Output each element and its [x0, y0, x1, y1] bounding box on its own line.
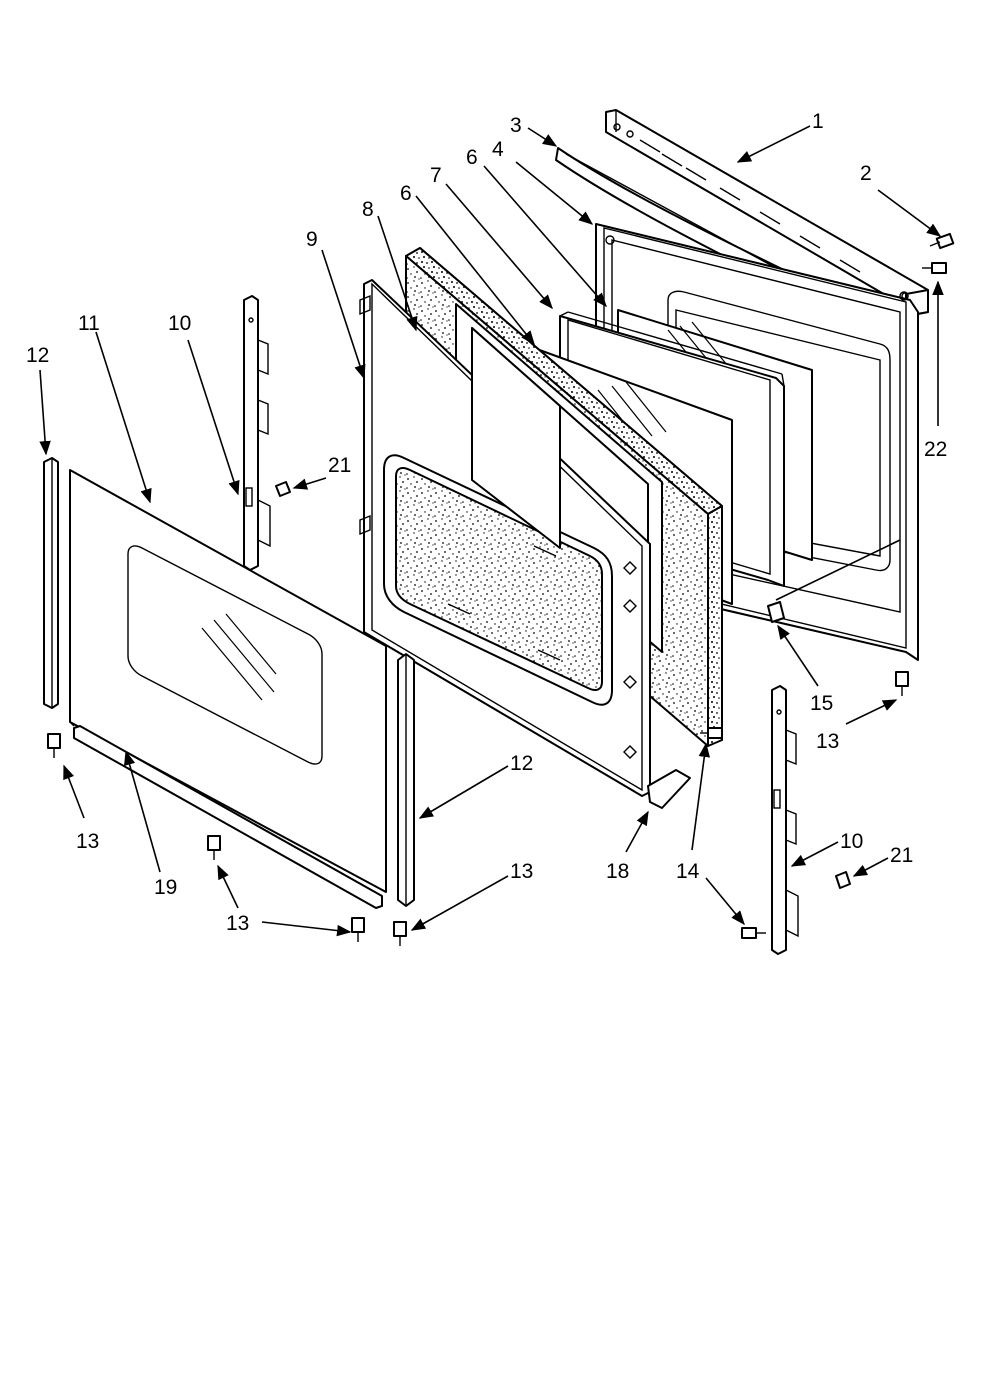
screw-icons — [47, 671, 909, 946]
callout-12b: 12 — [510, 752, 533, 775]
part-12-right-side-trim — [397, 653, 415, 907]
callout-13d: 13 — [226, 912, 249, 935]
part-1-vent-trim — [605, 109, 929, 317]
leader-lines — [39, 125, 944, 937]
callout-13b: 13 — [510, 860, 533, 883]
callout-8: 8 — [362, 198, 374, 221]
callout-10a: 10 — [168, 312, 191, 335]
callout-19: 19 — [154, 876, 177, 899]
part-10-lower-hinge-channel — [771, 685, 799, 955]
part-2-screw — [929, 232, 955, 250]
callout-12a: 12 — [26, 344, 49, 367]
callout-15: 15 — [810, 692, 833, 715]
callout-7: 7 — [430, 164, 442, 187]
part-19-bottom-trim — [73, 725, 383, 909]
screw-icon-13-bottom-a — [207, 835, 221, 860]
screw-icon-13-right — [895, 671, 909, 696]
screw-icon-14-lower — [741, 927, 766, 939]
callout-1: 1 — [812, 110, 824, 133]
callout-6b: 6 — [400, 182, 412, 205]
callout-9: 9 — [306, 228, 318, 251]
part-22-screw — [922, 262, 947, 274]
callout-18: 18 — [606, 860, 629, 883]
callout-2: 2 — [860, 162, 872, 185]
callout-10b: 10 — [840, 830, 863, 853]
part-21-clip-lower — [835, 871, 851, 889]
screw-icon-13-bottom-c — [393, 921, 407, 946]
callout-14a: 14 — [676, 860, 700, 883]
callout-21a: 21 — [328, 454, 351, 477]
callout-11: 11 — [78, 312, 100, 335]
part-10-upper-hinge-channel — [243, 295, 271, 571]
callout-labels: 1 2 3 4 6 7 8 6 9 10 11 12 21 22 15 13 1… — [26, 110, 947, 935]
callout-3: 3 — [510, 114, 522, 137]
screw-icon-13-bottom-b — [351, 917, 365, 942]
part-9-door-liner — [359, 279, 651, 797]
callout-13a: 13 — [816, 730, 839, 753]
callout-21b: 21 — [890, 844, 913, 867]
callout-13c: 13 — [76, 830, 99, 853]
screw-icon-13-left — [47, 733, 61, 758]
part-12-left-side-trim — [43, 457, 59, 709]
part-11-outer-door-panel — [69, 469, 387, 893]
part-21-clip-upper — [275, 481, 291, 497]
part-18-bracket — [647, 769, 691, 809]
callout-4: 4 — [492, 138, 504, 161]
screw-icon-14-upper — [700, 727, 723, 739]
callout-22: 22 — [924, 438, 947, 461]
callout-6a: 6 — [466, 146, 478, 169]
part-15-clip — [767, 601, 785, 623]
